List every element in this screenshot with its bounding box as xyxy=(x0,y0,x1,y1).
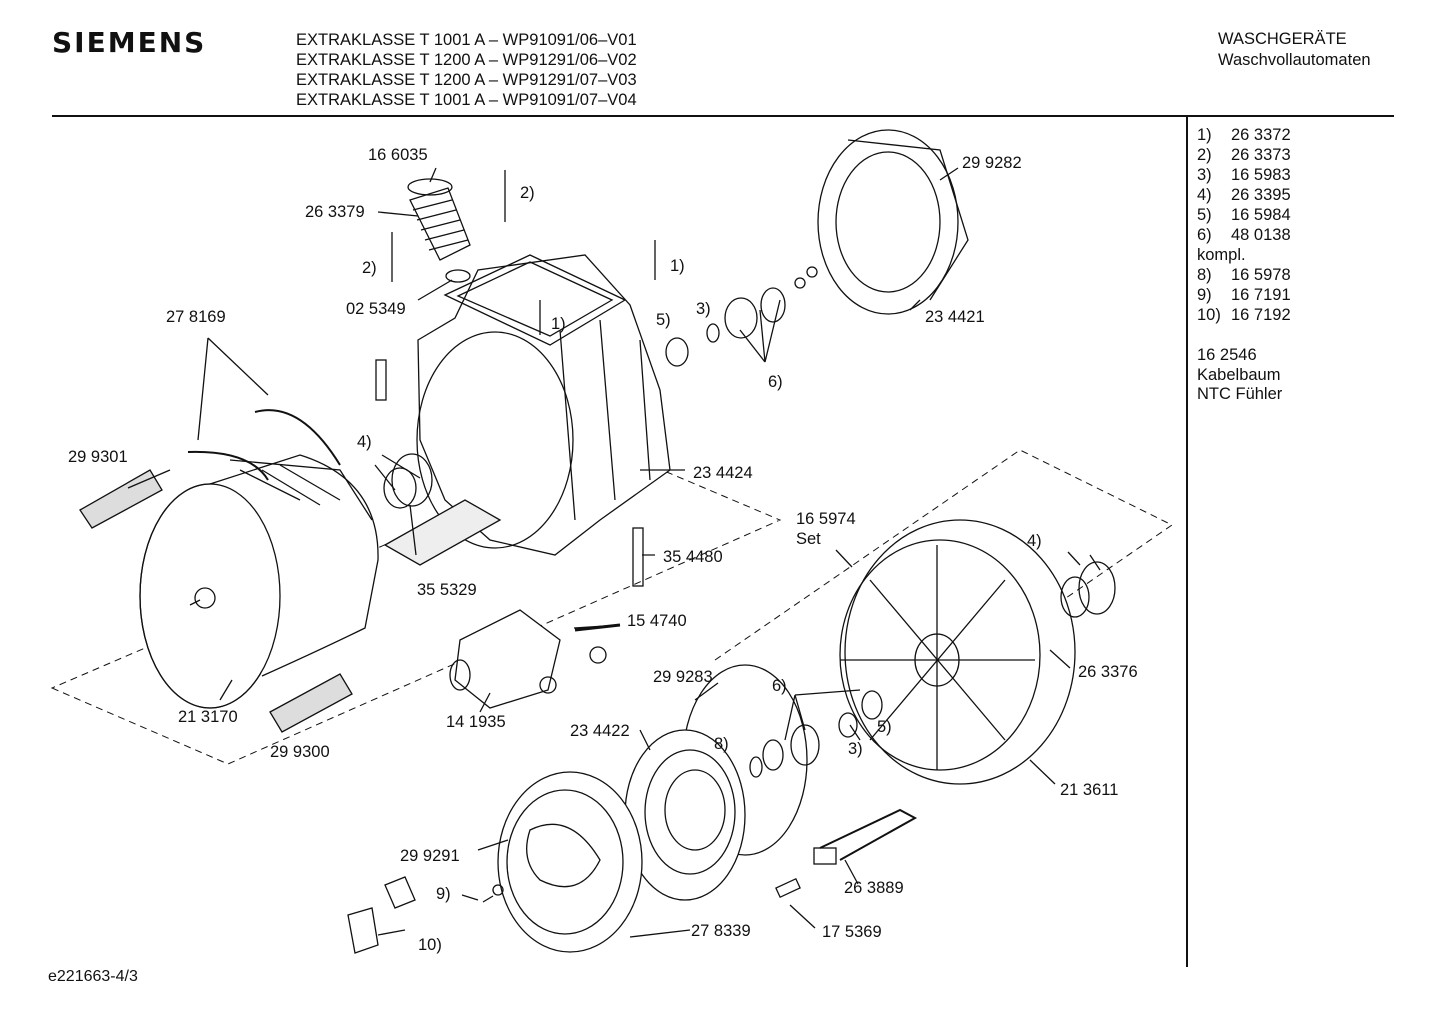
heating-element xyxy=(813,808,918,865)
callout-label: 14 1935 xyxy=(446,713,506,731)
rear-tub-cover xyxy=(817,129,969,315)
category-title: WASCHGERÄTE xyxy=(1218,30,1347,48)
tension-band xyxy=(254,409,341,466)
springs xyxy=(391,170,656,335)
seal-4-left xyxy=(383,453,433,509)
callout-number: 9) xyxy=(436,885,451,903)
callout-label: 29 9283 xyxy=(653,668,713,686)
tub-half xyxy=(416,254,671,556)
ntc-sensor xyxy=(775,877,801,899)
outer-drum xyxy=(139,454,379,709)
drum-front-ring xyxy=(624,729,746,901)
small-part-9 xyxy=(384,876,504,909)
callout-label: 23 4424 xyxy=(693,464,753,482)
callout-number: 2) xyxy=(520,184,535,202)
bellows-hose xyxy=(407,178,471,283)
reference-item: 8)16 5978 xyxy=(1197,266,1291,284)
document-id: e221663-4/3 xyxy=(48,968,138,985)
leader-line xyxy=(127,167,1101,938)
callout-label: 23 4422 xyxy=(570,722,630,740)
callout-label: 27 8339 xyxy=(691,922,751,940)
callout-label: 29 9300 xyxy=(270,743,330,761)
bearing-set-bottom xyxy=(749,690,883,778)
brand-logo: SIEMENS xyxy=(52,26,207,59)
callout-label: 23 4421 xyxy=(925,308,985,326)
callout-number: 3) xyxy=(848,740,863,758)
model-line: EXTRAKLASSE T 1001 A – WP91091/06–V01 xyxy=(296,31,637,49)
callout-label: 15 4740 xyxy=(627,612,687,630)
note-line: 16 2546 xyxy=(1197,346,1257,364)
reference-item: 4)26 3395 xyxy=(1197,186,1291,204)
front-tub-half xyxy=(839,519,1076,785)
callout-label: 26 3889 xyxy=(844,879,904,897)
motor xyxy=(449,609,607,709)
heater-plate xyxy=(383,499,502,566)
model-line: EXTRAKLASSE T 1200 A – WP91291/06–V02 xyxy=(296,51,637,69)
callout-label: 29 9291 xyxy=(400,847,460,865)
callout-number: 1) xyxy=(670,257,685,275)
callout-number: 6) xyxy=(772,677,787,695)
note-line: Kabelbaum xyxy=(1197,366,1281,384)
callout-label: 35 4480 xyxy=(663,548,723,566)
note-line: NTC Fühler xyxy=(1197,385,1283,403)
counterweight-top xyxy=(79,469,163,529)
bearing-set-top xyxy=(665,266,818,367)
model-line: EXTRAKLASSE T 1001 A – WP91091/07–V04 xyxy=(296,91,637,109)
callout-label: 16 5974 xyxy=(796,510,856,528)
reference-item: 6)48 0138 xyxy=(1197,226,1291,244)
callout-label: 26 3379 xyxy=(305,203,365,221)
reference-item: 5)16 5984 xyxy=(1197,206,1291,224)
callout-label: 26 3376 xyxy=(1078,663,1138,681)
door-seal xyxy=(497,771,643,953)
callout-label: 02 5349 xyxy=(346,300,406,318)
reference-item: 9)16 7191 xyxy=(1197,286,1291,304)
callout-number: 2) xyxy=(362,259,377,277)
subcategory-title: Waschvollautomaten xyxy=(1218,51,1371,69)
counterweight-bottom xyxy=(269,673,353,733)
callout-number: 1) xyxy=(551,315,566,333)
callout-label: 27 8169 xyxy=(166,308,226,326)
sidebar-divider xyxy=(1186,117,1188,967)
callout-label: Set xyxy=(796,530,821,548)
reference-item: kompl. xyxy=(1197,246,1246,264)
callout-number: 4) xyxy=(357,433,372,451)
callout-label: 29 9282 xyxy=(962,154,1022,172)
callout-number: 4) xyxy=(1027,532,1042,550)
callout-label: 21 3170 xyxy=(178,708,238,726)
small-part-10 xyxy=(347,907,406,954)
callout-number: 10) xyxy=(418,936,442,954)
header-divider xyxy=(52,115,1394,117)
reference-item: 3)16 5983 xyxy=(1197,166,1291,184)
callout-label: 29 9301 xyxy=(68,448,128,466)
callout-label: 21 3611 xyxy=(1060,781,1119,799)
callout-number: 8) xyxy=(714,735,729,753)
callout-number: 6) xyxy=(768,373,783,391)
callout-label: 17 5369 xyxy=(822,923,882,941)
callout-number: 5) xyxy=(656,311,671,329)
tension-band xyxy=(187,450,269,481)
reference-item: 2)26 3373 xyxy=(1197,146,1291,164)
reference-item: 10)16 7192 xyxy=(1197,306,1291,324)
model-line: EXTRAKLASSE T 1200 A – WP91291/07–V03 xyxy=(296,71,637,89)
callout-label: 35 5329 xyxy=(417,581,477,599)
reference-item: 1)26 3372 xyxy=(1197,126,1291,144)
shock-absorbers xyxy=(375,359,644,587)
seal-4-right xyxy=(1060,561,1116,618)
callout-label: 16 6035 xyxy=(368,146,428,164)
callout-number: 5) xyxy=(877,718,892,736)
callout-number: 3) xyxy=(696,300,711,318)
